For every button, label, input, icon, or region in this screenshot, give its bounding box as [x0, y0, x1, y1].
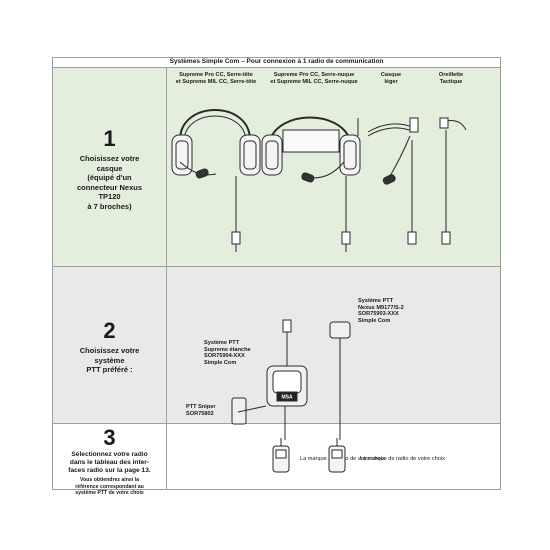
radio-left-illustration: [272, 438, 290, 473]
msa-logo: MSA: [281, 395, 293, 401]
step-2: 2 Choisissez votre système PTT préféré :: [53, 320, 166, 375]
light-headset-illustration: [367, 117, 419, 245]
step-2-number: 2: [103, 318, 116, 343]
radio-right-illustration: [328, 438, 346, 473]
step-1: 1 Choisissez votre casque (équipé d'un c…: [53, 128, 166, 211]
column-label-headband: Supreme Pro CC, Serre-tête et Supreme MI…: [175, 72, 257, 85]
nexus-ptt-illustration: [329, 321, 351, 440]
column-label-light-headset: Casque léger: [380, 72, 402, 85]
column-divider: [166, 68, 167, 489]
neckband-headset-illustration: [261, 116, 361, 252]
step-1-number: 1: [103, 126, 116, 151]
radio-label-right: La marque de radio de votre choix: [360, 456, 445, 462]
tactical-earpiece-illustration: [439, 117, 467, 245]
ptt-supreme-label: Système PTT Supreme étanche SOR75904-XXX…: [204, 340, 251, 366]
ptt-nexus-label: Système PTT Nexus M9177/S-2 SOR75903-XXX…: [358, 298, 404, 324]
step-3: 3 Sélectionnez votre radio dans le table…: [53, 427, 166, 497]
column-label-neckband: Supreme Pro CC, Serre-nuque et Supreme M…: [270, 72, 358, 85]
sniper-ptt-illustration: [231, 397, 267, 425]
step-2-text: Choisissez votre système PTT préféré :: [79, 346, 140, 374]
step-3-subtext: Vous obtiendrez ainsi la référence corre…: [75, 477, 144, 496]
supreme-ptt-illustration: [266, 319, 308, 440]
table-header: Systèmes Simple Com – Pour connexion à 1…: [52, 57, 501, 68]
column-label-tactical-earpiece: Oreillette Tactique: [438, 72, 464, 85]
step-3-number: 3: [103, 425, 116, 450]
step-3-text: Sélectionnez votre radio dans le tableau…: [68, 451, 151, 474]
ptt-sniper-label: PTT Sniper SOR75802: [186, 404, 216, 417]
step-1-text: Choisissez votre casque (équipé d'un con…: [76, 154, 143, 211]
table-frame: [52, 57, 501, 490]
headband-headset-illustration: [171, 109, 261, 252]
